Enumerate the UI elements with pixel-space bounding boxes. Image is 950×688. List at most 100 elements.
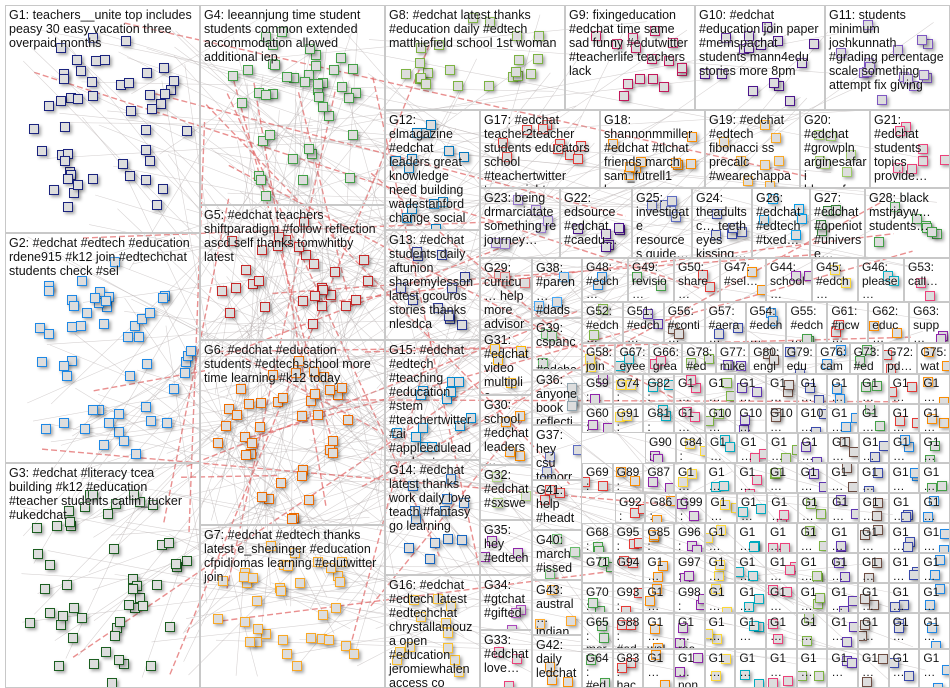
vertex-node[interactable] xyxy=(929,570,940,581)
vertex-node[interactable] xyxy=(660,680,671,687)
vertex-node[interactable] xyxy=(260,628,271,639)
vertex-node[interactable] xyxy=(670,157,681,168)
vertex-node[interactable] xyxy=(62,580,73,591)
vertex-node[interactable] xyxy=(100,55,111,66)
vertex-node[interactable] xyxy=(861,382,872,393)
vertex-node[interactable] xyxy=(622,410,633,421)
vertex-node[interactable] xyxy=(402,213,413,224)
vertex-node[interactable] xyxy=(137,313,148,324)
vertex-node[interactable] xyxy=(783,676,794,687)
vertex-node[interactable] xyxy=(44,559,55,570)
vertex-node[interactable] xyxy=(652,643,663,648)
vertex-node[interactable] xyxy=(746,266,757,277)
vertex-node[interactable] xyxy=(255,174,266,185)
vertex-node[interactable] xyxy=(874,421,885,432)
vertex-node[interactable] xyxy=(850,509,858,520)
vertex-node[interactable] xyxy=(543,216,554,227)
vertex-node[interactable] xyxy=(266,540,277,551)
vertex-node[interactable] xyxy=(226,236,237,247)
vertex-node[interactable] xyxy=(99,440,110,451)
vertex-node[interactable] xyxy=(446,473,457,484)
vertex-node[interactable] xyxy=(841,636,852,647)
vertex-node[interactable] xyxy=(297,175,308,186)
vertex-node[interactable] xyxy=(41,423,52,434)
vertex-node[interactable] xyxy=(230,283,241,294)
vertex-node[interactable] xyxy=(307,319,318,330)
vertex-node[interactable] xyxy=(613,222,624,233)
vertex-node[interactable] xyxy=(218,575,229,586)
vertex-node[interactable] xyxy=(812,456,823,462)
vertex-node[interactable] xyxy=(912,417,919,428)
vertex-node[interactable] xyxy=(818,541,827,552)
vertex-node[interactable] xyxy=(67,632,78,643)
vertex-node[interactable] xyxy=(324,634,335,645)
vertex-node[interactable] xyxy=(829,264,840,275)
vertex-node[interactable] xyxy=(758,448,767,459)
vertex-node[interactable] xyxy=(939,396,949,403)
vertex-node[interactable] xyxy=(572,223,583,234)
vertex-node[interactable] xyxy=(157,292,168,303)
vertex-node[interactable] xyxy=(697,270,708,281)
vertex-node[interactable] xyxy=(281,72,292,83)
vertex-node[interactable] xyxy=(88,173,99,184)
vertex-node[interactable] xyxy=(160,88,171,99)
vertex-node[interactable] xyxy=(847,658,857,668)
vertex-node[interactable] xyxy=(762,348,773,359)
vertex-node[interactable] xyxy=(601,229,612,239)
vertex-node[interactable] xyxy=(311,50,322,61)
vertex-node[interactable] xyxy=(511,654,522,665)
vertex-node[interactable] xyxy=(585,354,596,365)
vertex-node[interactable] xyxy=(407,203,418,214)
vertex-node[interactable] xyxy=(345,172,356,183)
vertex-node[interactable] xyxy=(114,654,125,665)
vertex-node[interactable] xyxy=(417,423,428,434)
vertex-node[interactable] xyxy=(429,538,440,549)
vertex-node[interactable] xyxy=(653,318,663,329)
vertex-node[interactable] xyxy=(813,670,824,681)
vertex-node[interactable] xyxy=(903,74,914,85)
vertex-node[interactable] xyxy=(841,421,852,432)
vertex-node[interactable] xyxy=(546,584,557,595)
vertex-node[interactable] xyxy=(831,205,842,216)
vertex-node[interactable] xyxy=(129,489,140,500)
vertex-node[interactable] xyxy=(849,622,857,633)
vertex-node[interactable] xyxy=(502,151,513,162)
vertex-node[interactable] xyxy=(922,377,933,388)
vertex-node[interactable] xyxy=(768,677,779,687)
vertex-node[interactable] xyxy=(815,592,826,603)
vertex-node[interactable] xyxy=(147,103,158,114)
vertex-node[interactable] xyxy=(588,420,599,430)
vertex-node[interactable] xyxy=(761,22,772,32)
vertex-node[interactable] xyxy=(908,81,919,92)
vertex-node[interactable] xyxy=(938,544,949,552)
vertex-node[interactable] xyxy=(643,308,654,319)
vertex-node[interactable] xyxy=(257,245,268,256)
vertex-node[interactable] xyxy=(443,643,454,654)
vertex-node[interactable] xyxy=(558,271,569,282)
vertex-node[interactable] xyxy=(623,354,634,365)
vertex-node[interactable] xyxy=(841,166,852,177)
vertex-node[interactable] xyxy=(858,631,868,642)
vertex-node[interactable] xyxy=(128,583,139,594)
vertex-node[interactable] xyxy=(811,427,822,432)
vertex-node[interactable] xyxy=(53,660,64,671)
vertex-node[interactable] xyxy=(809,468,820,479)
vertex-node[interactable] xyxy=(648,529,659,540)
vertex-node[interactable] xyxy=(861,676,872,687)
vertex-node[interactable] xyxy=(552,143,563,154)
vertex-node[interactable] xyxy=(923,347,934,358)
vertex-node[interactable] xyxy=(638,504,645,514)
vertex-node[interactable] xyxy=(439,505,450,516)
vertex-node[interactable] xyxy=(546,675,557,686)
vertex-node[interactable] xyxy=(138,601,149,612)
vertex-node[interactable] xyxy=(782,586,793,597)
vertex-node[interactable] xyxy=(656,280,667,291)
vertex-node[interactable] xyxy=(499,272,510,283)
vertex-node[interactable] xyxy=(870,452,881,462)
vertex-node[interactable] xyxy=(67,355,78,366)
vertex-node[interactable] xyxy=(146,661,157,672)
vertex-node[interactable] xyxy=(481,552,490,563)
vertex-node[interactable] xyxy=(265,129,276,140)
vertex-node[interactable] xyxy=(704,354,715,365)
vertex-node[interactable] xyxy=(722,607,732,612)
